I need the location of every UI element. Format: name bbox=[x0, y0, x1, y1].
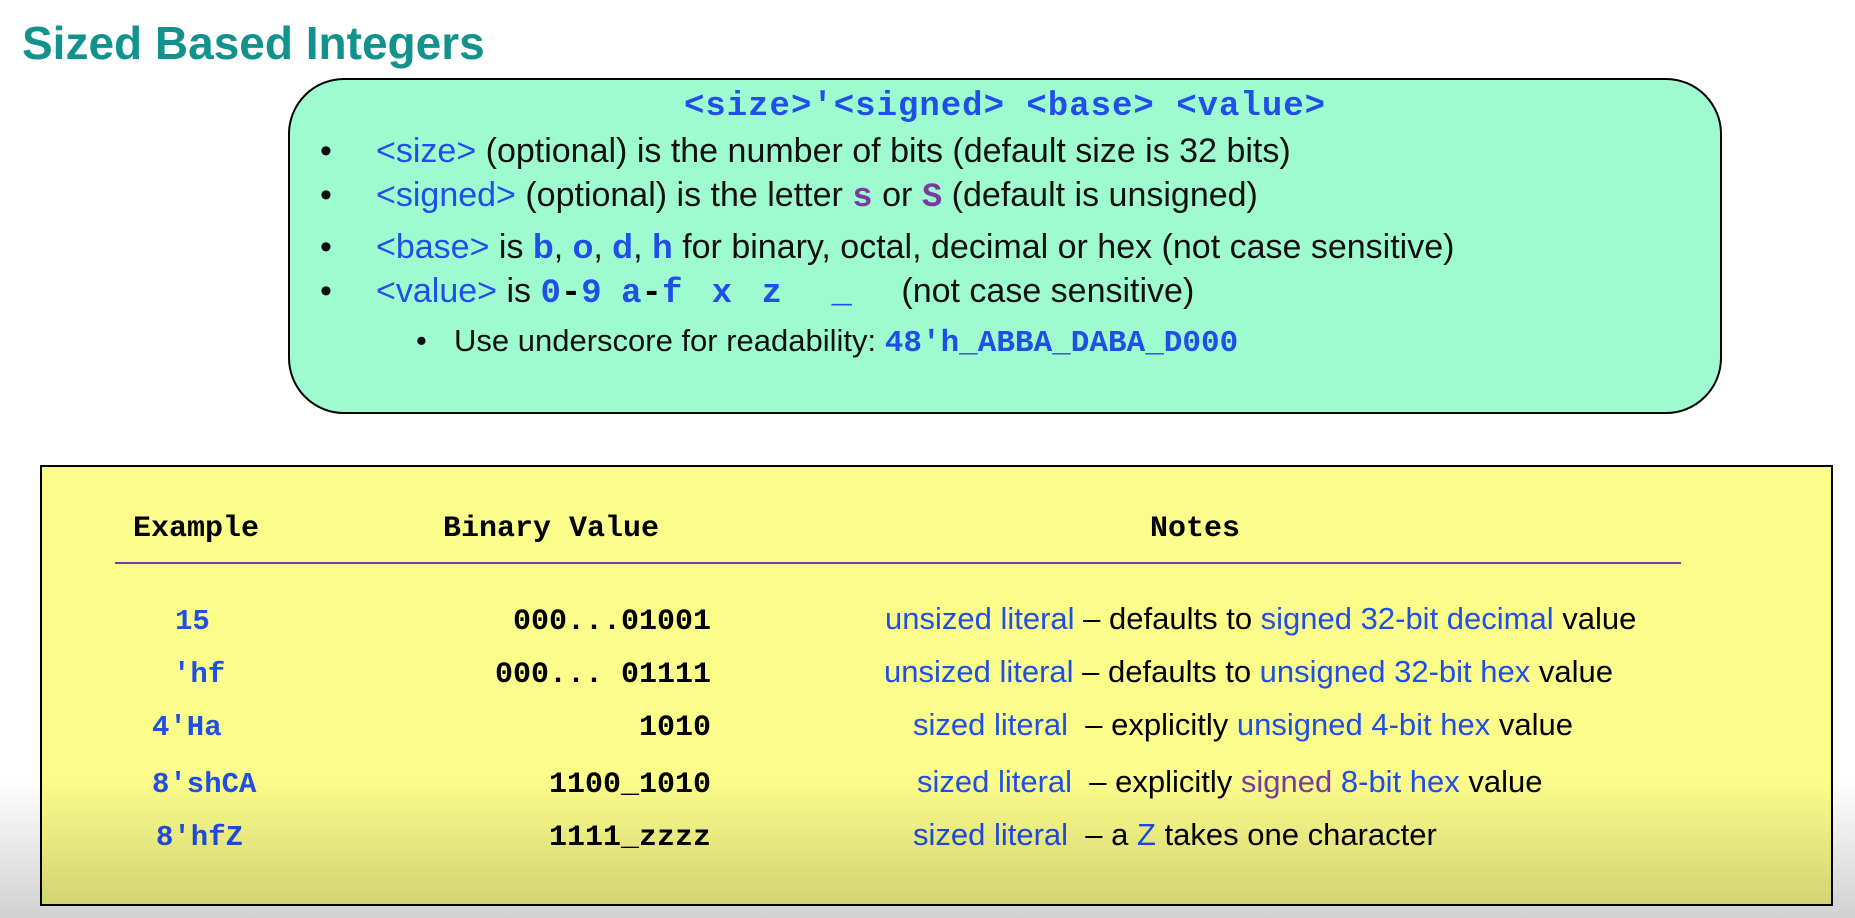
sub-bullet-underscore: • Use underscore for readability: 48'h_AB… bbox=[416, 323, 1238, 361]
value-hex-range: a-f bbox=[621, 275, 683, 313]
bullet-text: (optional) is the number of bits (defaul… bbox=[476, 132, 1291, 170]
bullet-text: is bbox=[497, 272, 541, 310]
value-z: z bbox=[761, 275, 783, 313]
table-row-note: sized literal – explicitly signed 8-bit … bbox=[917, 764, 1543, 799]
bullet-dot: • bbox=[320, 228, 332, 266]
separator: , bbox=[553, 228, 573, 266]
examples-table: Example Binary Value Notes 15 000...0100… bbox=[40, 465, 1833, 906]
value-underscore: _ bbox=[831, 275, 852, 313]
bullet-dot: • bbox=[320, 176, 332, 214]
bullet-text: (optional) is the letter bbox=[515, 176, 853, 214]
separator: , bbox=[593, 228, 613, 266]
table-row-binary: 1010 bbox=[638, 711, 711, 745]
base-h: h bbox=[651, 228, 673, 266]
bullet-dot: • bbox=[416, 323, 427, 358]
signed-letter-upper: S bbox=[921, 179, 943, 217]
syntax-panel: <size>'<signed> <base> <value> • <size> (… bbox=[288, 78, 1722, 414]
bullet-text: is bbox=[489, 228, 533, 266]
slide-title: Sized Based Integers bbox=[22, 17, 485, 69]
table-row-binary: 1111_zzzz bbox=[548, 821, 711, 855]
bullet-text: or bbox=[872, 176, 922, 214]
bullet-base: • <base> is b, o, d, h for binary, octal,… bbox=[320, 228, 1454, 267]
syntax-value: <value> bbox=[1176, 88, 1327, 126]
table-row-binary: 000...01001 bbox=[512, 605, 711, 639]
table-row-example: 4'Ha bbox=[152, 711, 222, 744]
bullet-value: • <value> is 0-9 a-f x z _ (not case sens… bbox=[320, 272, 1194, 313]
table-row-example: 15 bbox=[175, 605, 210, 638]
header-binary-value: Binary Value bbox=[443, 512, 660, 546]
bullet-signed: •<signed> (optional) is the letter s or … bbox=[320, 176, 1258, 217]
bullet-text: (default is unsigned) bbox=[942, 176, 1258, 214]
bullet-term: <size> bbox=[376, 132, 477, 170]
bullet-term: <value> bbox=[376, 272, 497, 310]
table-row-note: unsized literal – defaults to unsigned 3… bbox=[884, 654, 1613, 689]
base-b: b bbox=[532, 228, 554, 266]
value-x: x bbox=[711, 275, 733, 313]
sub-bullet-text: Use underscore for readability: bbox=[454, 323, 885, 358]
table-row-example: 8'hfZ bbox=[156, 821, 244, 854]
bullet-text: for binary, octal, decimal or hex (not c… bbox=[672, 228, 1455, 266]
bullet-term: <signed> bbox=[376, 176, 516, 214]
bullet-term: <base> bbox=[376, 228, 490, 266]
bullet-text: (not case sensitive) bbox=[901, 272, 1195, 310]
bullet-size: • <size> (optional) is the number of bits… bbox=[320, 132, 1291, 171]
table-row-binary: 1100_1010 bbox=[548, 768, 711, 802]
table-row-example: 8'shCA bbox=[152, 768, 257, 801]
table-row-example: 'hf bbox=[173, 658, 226, 691]
table-row-note: sized literal – a Z takes one character bbox=[913, 817, 1437, 852]
table-row-binary: 000... 01111 bbox=[494, 658, 711, 692]
signed-letter-lower: s bbox=[852, 179, 873, 217]
syntax-size-signed: <size>'<signed> bbox=[683, 88, 1027, 126]
base-d: d bbox=[612, 228, 634, 266]
bullet-dot: • bbox=[320, 132, 332, 170]
syntax-format: <size>'<signed> <base> <value> bbox=[290, 88, 1720, 126]
separator: , bbox=[633, 228, 652, 266]
header-example: Example bbox=[133, 512, 260, 546]
value-digit-range: 0-9 bbox=[540, 275, 602, 313]
syntax-base: <base> bbox=[1026, 88, 1177, 126]
table-row-note: unsized literal – defaults to signed 32-… bbox=[885, 601, 1637, 636]
header-notes: Notes bbox=[1150, 512, 1241, 546]
header-divider bbox=[115, 562, 1681, 564]
bullet-dot: • bbox=[320, 272, 332, 310]
base-o: o bbox=[572, 228, 594, 266]
sub-bullet-code: 48'h_ABBA_DABA_D000 bbox=[884, 326, 1239, 361]
table-row-note: sized literal – explicitly unsigned 4-bi… bbox=[913, 707, 1573, 742]
